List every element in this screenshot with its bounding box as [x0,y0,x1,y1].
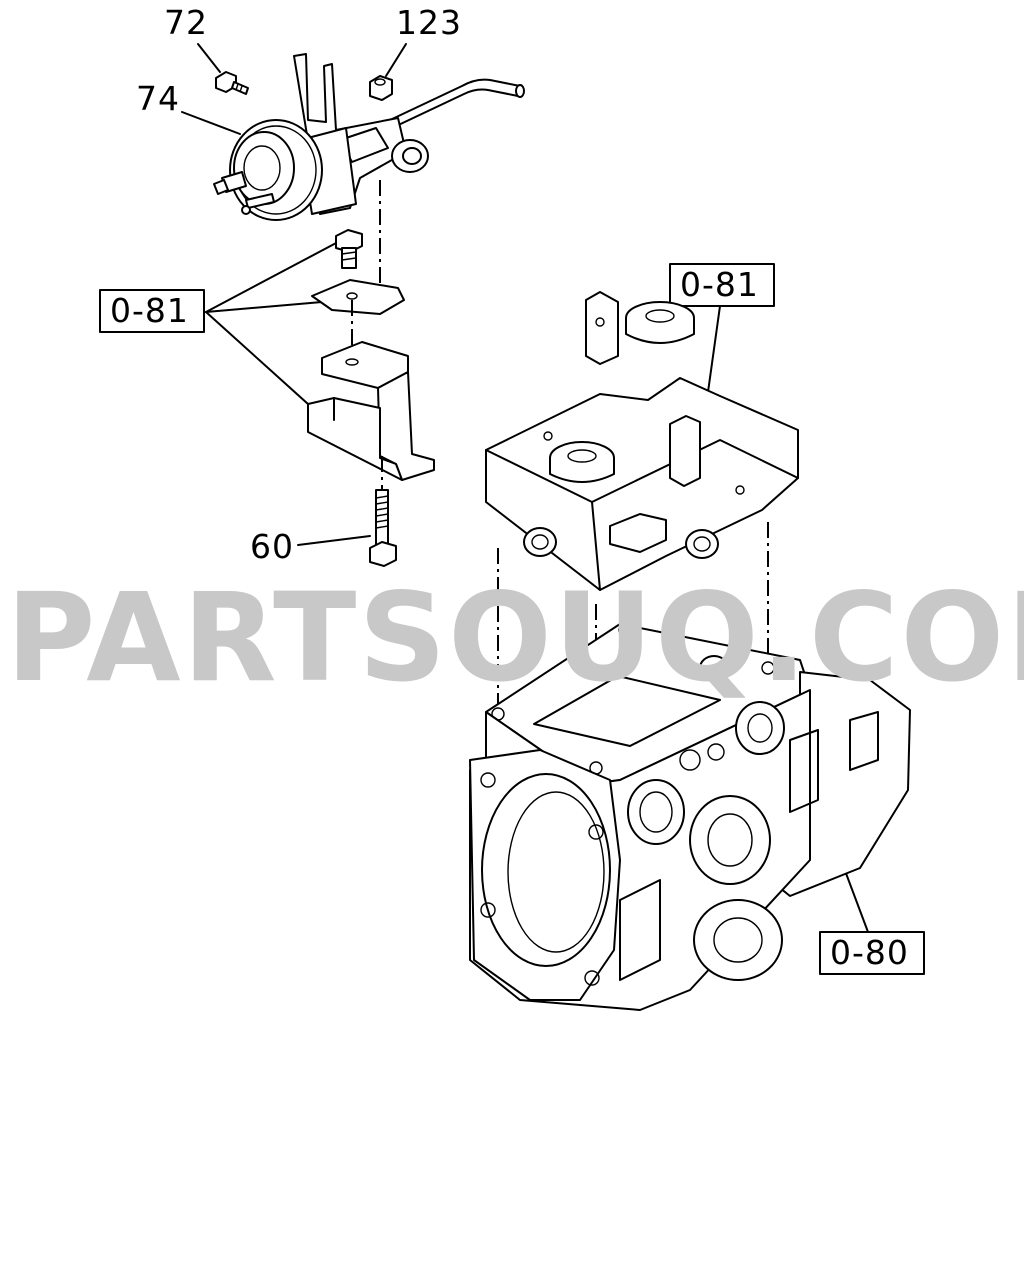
nut-123[interactable] [369,75,393,101]
ref-box-bracket[interactable]: 0-81 [99,289,205,333]
watermark: PARTSOUQ.COM [6,567,1024,709]
callout-60[interactable]: 60 [250,527,294,566]
ref-box-body[interactable]: 0-80 [819,931,925,975]
mounting-bracket[interactable] [307,229,435,481]
bolt-60[interactable] [369,489,397,567]
throttle-cover[interactable] [485,291,799,591]
ref-box-cover[interactable]: 0-81 [669,263,775,307]
ref-label-bracket: 0-81 [110,291,189,330]
ref-label-cover: 0-81 [680,265,759,304]
actuator-74[interactable] [213,53,525,221]
callout-72[interactable]: 72 [164,3,208,42]
callout-74[interactable]: 74 [136,79,180,118]
screw-72[interactable] [215,71,249,95]
throttle-body[interactable] [469,623,911,1011]
callout-123[interactable]: 123 [396,3,462,42]
ref-label-body: 0-80 [830,933,909,972]
